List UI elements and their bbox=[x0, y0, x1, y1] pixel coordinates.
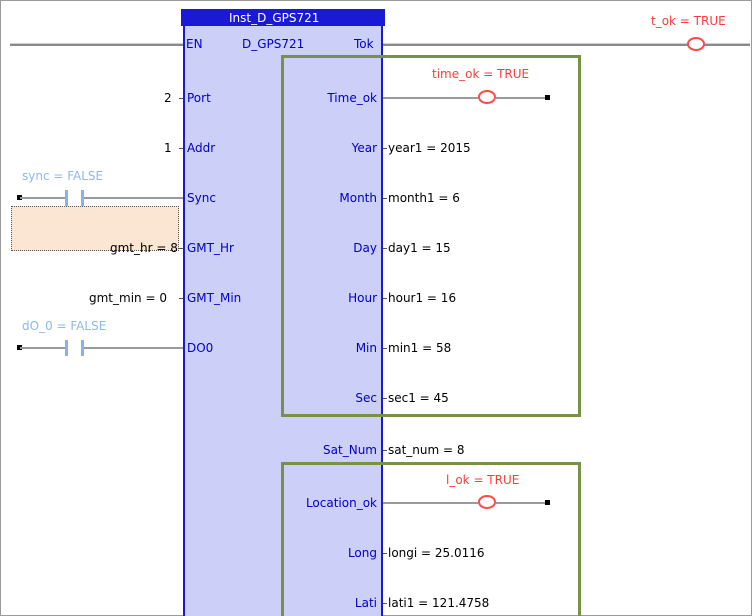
input-value-port[interactable]: 2 bbox=[164, 91, 172, 105]
sync-contact-label: sync = FALSE bbox=[22, 169, 104, 183]
do0-contact-label: dO_0 = FALSE bbox=[22, 319, 107, 333]
pin-stub bbox=[383, 603, 387, 604]
pin-stub bbox=[383, 450, 387, 451]
input-pin-do0: DO0 bbox=[187, 341, 214, 355]
input-value-addr[interactable]: 1 bbox=[164, 141, 172, 155]
do0-contact-right-bar[interactable] bbox=[81, 340, 84, 356]
output-value-sat-num[interactable]: sat_num = 8 bbox=[388, 443, 465, 457]
pin-stub bbox=[179, 298, 183, 299]
l-ok-coil-label: l_ok = TRUE bbox=[446, 473, 520, 487]
output-value-long[interactable]: longi = 25.0116 bbox=[388, 546, 485, 560]
pin-stub bbox=[383, 398, 387, 399]
pin-stub bbox=[383, 148, 387, 149]
sync-wire-left bbox=[20, 197, 65, 199]
input-pin-sync: Sync bbox=[187, 191, 216, 205]
output-pin-min: Min bbox=[355, 341, 377, 355]
rung-endpoint bbox=[17, 195, 22, 200]
input-pin-port: Port bbox=[187, 91, 211, 105]
sync-contact-left-bar[interactable] bbox=[65, 190, 68, 206]
pin-stub bbox=[179, 248, 183, 249]
block-en-label: EN bbox=[186, 37, 203, 51]
output-pin-sat-num: Sat_Num bbox=[323, 443, 377, 457]
pin-stub bbox=[383, 248, 387, 249]
do0-contact-left-bar[interactable] bbox=[65, 340, 68, 356]
l-ok-wire-left bbox=[383, 502, 478, 504]
input-value-gmt-hr[interactable]: gmt_hr = 8 bbox=[110, 241, 178, 255]
l-ok-wire-right bbox=[496, 502, 545, 504]
time-outputs-highlight bbox=[281, 55, 581, 417]
pin-stub bbox=[383, 298, 387, 299]
rung-endpoint bbox=[545, 95, 550, 100]
rung-endpoint bbox=[545, 500, 550, 505]
time-ok-wire-left bbox=[383, 97, 478, 99]
pin-stub bbox=[383, 553, 387, 554]
location-outputs-highlight bbox=[281, 462, 581, 616]
sync-wire-right bbox=[84, 197, 183, 199]
pin-stub bbox=[383, 198, 387, 199]
pin-stub bbox=[179, 98, 183, 99]
output-value-hour[interactable]: hour1 = 16 bbox=[388, 291, 457, 305]
sync-contact-right-bar[interactable] bbox=[81, 190, 84, 206]
output-pin-long: Long bbox=[347, 546, 377, 560]
block-type-name: D_GPS721 bbox=[242, 37, 305, 51]
l-ok-coil[interactable] bbox=[478, 495, 496, 509]
output-value-year[interactable]: year1 = 2015 bbox=[388, 141, 471, 155]
output-value-month[interactable]: month1 = 6 bbox=[388, 191, 460, 205]
output-pin-hour: Hour bbox=[348, 291, 377, 305]
output-pin-year: Year bbox=[351, 141, 377, 155]
output-pin-month: Month bbox=[339, 191, 377, 205]
output-value-sec[interactable]: sec1 = 45 bbox=[388, 391, 449, 405]
output-pin-sec: Sec bbox=[355, 391, 377, 405]
block-tok-label: Tok bbox=[354, 37, 374, 51]
input-pin-addr: Addr bbox=[187, 141, 216, 155]
t-ok-coil[interactable] bbox=[687, 37, 705, 51]
do0-wire-left bbox=[20, 347, 65, 349]
pin-stub bbox=[383, 348, 387, 349]
top-rung-left bbox=[10, 43, 183, 46]
block-instance-name: Inst_D_GPS721 bbox=[229, 11, 320, 25]
output-pin-day: Day bbox=[353, 241, 377, 255]
time-ok-coil-label: time_ok = TRUE bbox=[432, 67, 530, 81]
input-value-gmt-min[interactable]: gmt_min = 0 bbox=[89, 291, 167, 305]
do0-wire-right bbox=[84, 347, 183, 349]
time-ok-coil[interactable] bbox=[478, 90, 496, 104]
output-value-lati[interactable]: lati1 = 121.4758 bbox=[388, 596, 490, 610]
t-ok-coil-label: t_ok = TRUE bbox=[651, 14, 726, 28]
input-pin-gmt-hr: GMT_Hr bbox=[187, 241, 234, 255]
output-value-day[interactable]: day1 = 15 bbox=[388, 241, 451, 255]
output-pin-time-ok: Time_ok bbox=[327, 91, 377, 105]
top-rung-right bbox=[383, 43, 750, 46]
output-pin-lati: Lati bbox=[354, 596, 377, 610]
time-ok-wire-right bbox=[496, 97, 545, 99]
input-pin-gmt-min: GMT_Min bbox=[187, 291, 242, 305]
output-value-min[interactable]: min1 = 58 bbox=[388, 341, 452, 355]
gmt-hr-selected-cell[interactable] bbox=[11, 206, 179, 251]
function-block-header[interactable] bbox=[181, 9, 385, 26]
output-pin-location-ok: Location_ok bbox=[305, 496, 377, 510]
rung-endpoint bbox=[17, 345, 22, 350]
pin-stub bbox=[179, 148, 183, 149]
